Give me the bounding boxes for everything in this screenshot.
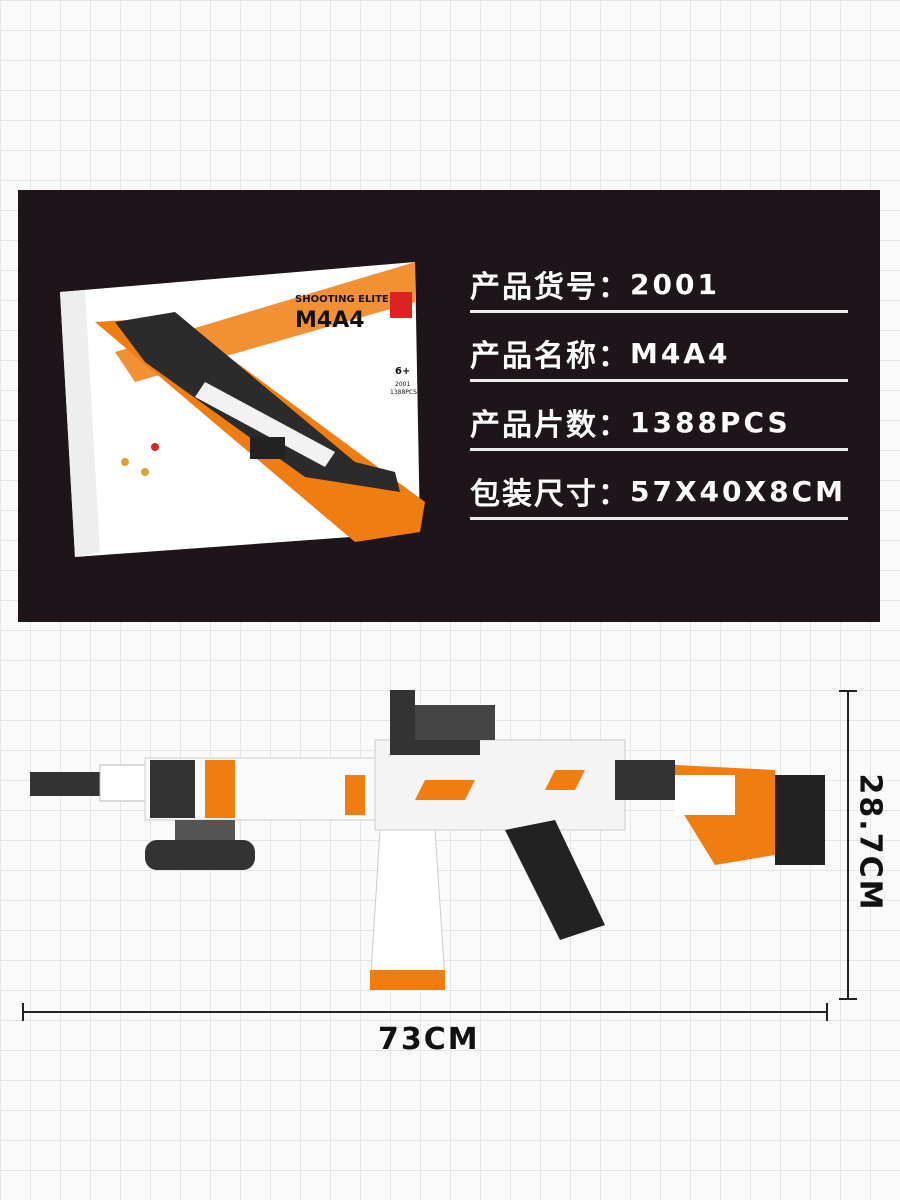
spec-value: 1388PCS bbox=[630, 405, 791, 439]
spec-value: M4A4 bbox=[630, 336, 731, 370]
spec-row-package-size: 包装尺寸：57X40X8CM bbox=[470, 465, 848, 520]
box-age-text: 6+ bbox=[395, 366, 410, 377]
height-dimension-label: 28.7CM bbox=[852, 773, 888, 912]
spec-row-pieces: 产品片数：1388PCS bbox=[470, 396, 848, 451]
spec-label: 产品名称： bbox=[470, 339, 630, 374]
spec-list: 产品货号：2001 产品名称：M4A4 产品片数：1388PCS 包装尺寸：57… bbox=[470, 258, 848, 534]
box-series-text: SHOOTING ELITE bbox=[295, 294, 389, 305]
spec-value: 2001 bbox=[630, 267, 720, 301]
height-dimension-line bbox=[839, 690, 857, 1000]
product-box-image: SHOOTING ELITE M4A4 6+ 2001 1388PCS bbox=[60, 262, 425, 557]
spec-row-name: 产品名称：M4A4 bbox=[470, 327, 848, 382]
spec-row-item-number: 产品货号：2001 bbox=[470, 258, 848, 313]
width-dimension-label: 73CM bbox=[378, 1022, 480, 1057]
spec-label: 产品片数： bbox=[470, 408, 630, 443]
spec-label: 产品货号： bbox=[470, 270, 630, 305]
assembled-rifle-image bbox=[30, 690, 825, 991]
spec-label: 包装尺寸： bbox=[470, 477, 630, 512]
box-pieces-text: 1388PCS bbox=[390, 389, 417, 396]
width-dimension-line bbox=[22, 1003, 828, 1021]
box-code-text: 2001 bbox=[395, 381, 410, 388]
spec-value: 57X40X8CM bbox=[630, 474, 846, 508]
box-model-text: M4A4 bbox=[295, 308, 365, 333]
